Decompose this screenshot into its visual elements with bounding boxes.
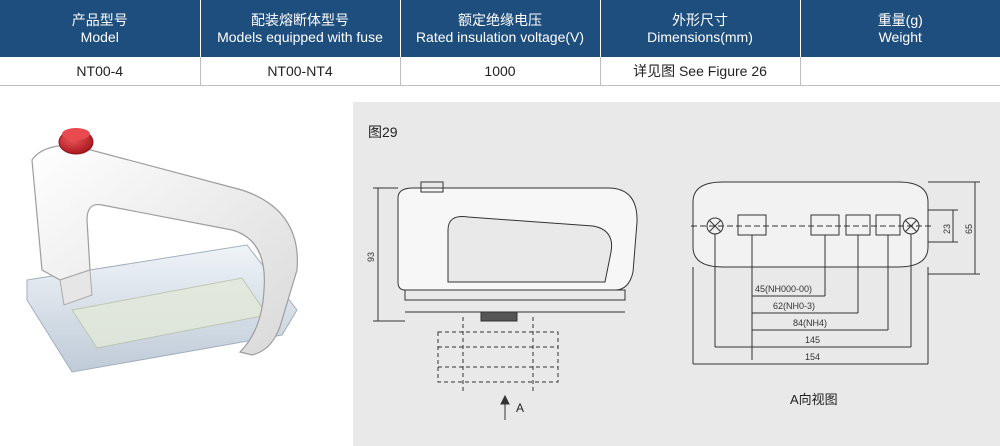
dim-65: 65 bbox=[964, 224, 974, 234]
a-view-label: A向视图 bbox=[790, 392, 838, 407]
cell-voltage: 1000 bbox=[400, 57, 601, 86]
cell-fuse: NT00-NT4 bbox=[200, 57, 401, 86]
cell-weight bbox=[800, 57, 1000, 86]
arrow-a-label: A bbox=[516, 401, 525, 415]
fuse-handle-photo bbox=[26, 128, 298, 373]
handle-body bbox=[31, 144, 298, 356]
drawing-canvas: 93 23 65 45(NH000-00) 62(NH0-3) 84(NH4) … bbox=[366, 181, 980, 420]
dim-45: 45(NH000-00) bbox=[755, 284, 812, 294]
table-row: NT00-4 NT00-NT4 1000 详见图 See Figure 26 bbox=[0, 57, 1000, 86]
dim-145: 145 bbox=[805, 335, 820, 345]
dim-62: 62(NH0-3) bbox=[773, 301, 815, 311]
cell-model: NT00-4 bbox=[0, 57, 201, 86]
figure-title: 图29 bbox=[368, 124, 398, 140]
header-weight: 重量(g)Weight bbox=[800, 0, 1000, 57]
dim-93: 93 bbox=[366, 252, 376, 262]
dim-154: 154 bbox=[805, 352, 820, 362]
dim-84: 84(NH4) bbox=[793, 318, 827, 328]
technical-drawing-panel: 图29 bbox=[353, 102, 1000, 446]
dim-23: 23 bbox=[942, 224, 952, 234]
cell-dimensions: 详见图 See Figure 26 bbox=[600, 57, 801, 86]
